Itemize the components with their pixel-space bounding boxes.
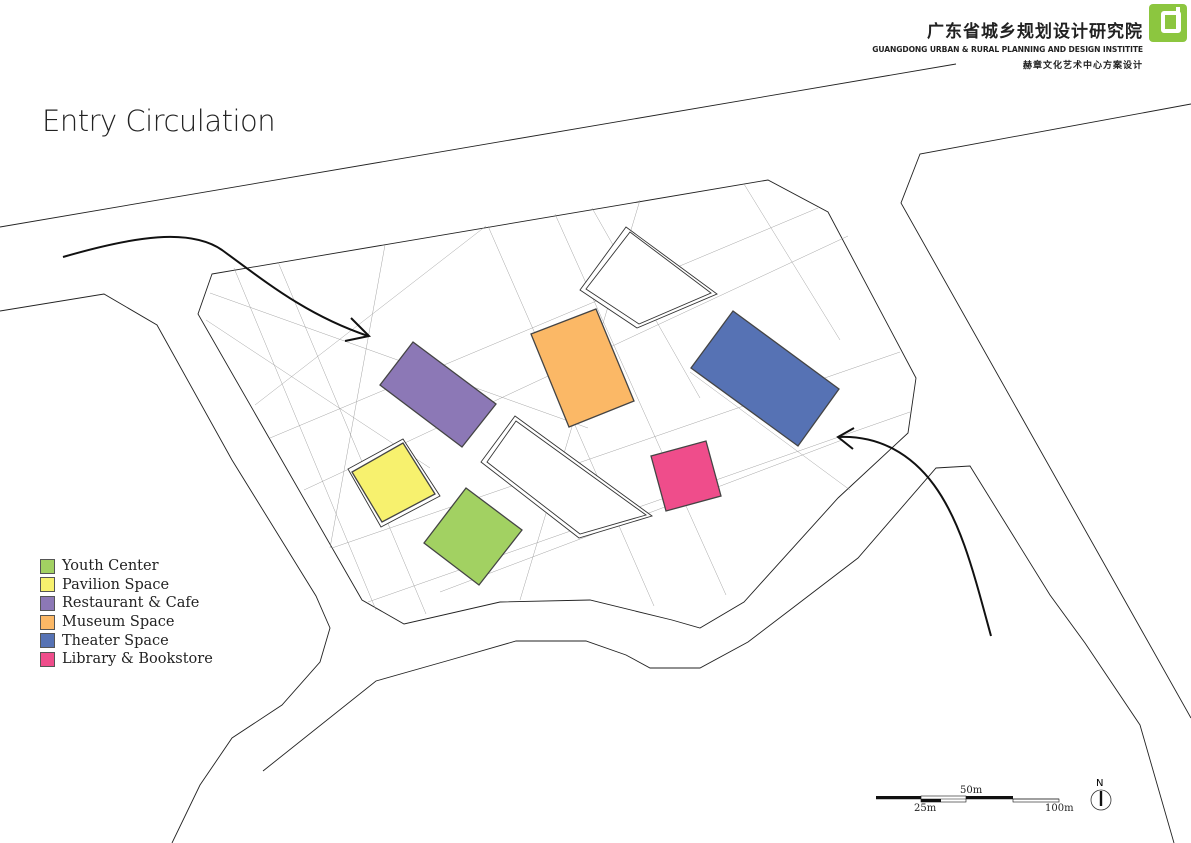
legend-label: Library & Bookstore — [62, 651, 213, 668]
scale-bar — [876, 795, 1060, 803]
site-boundary — [197, 179, 917, 629]
legend-swatch — [40, 651, 55, 667]
institute-name-cn: 广东省城乡规划设计研究院 — [927, 22, 1143, 42]
institute-header: 广东省城乡规划设计研究院 GUANGDONG URBAN & RURAL PLA… — [872, 17, 1143, 71]
open-pavilion-outline — [486, 420, 648, 535]
site-grid-line — [205, 319, 431, 469]
site-grid-line — [269, 207, 819, 439]
legend-item-theater-space: Theater Space — [40, 631, 213, 650]
building-museum-space — [530, 308, 635, 428]
legend-swatch — [40, 614, 55, 630]
legend-item-youth-center: Youth Center — [40, 557, 213, 576]
legend-swatch — [40, 595, 55, 611]
entry-arrow-east-head — [836, 427, 855, 450]
building-pavilion-space — [351, 442, 436, 523]
open-pavilion-outline — [579, 226, 718, 329]
legend-label: Theater Space — [62, 632, 169, 649]
legend-swatch — [40, 577, 55, 593]
legend-item-pavilion-space: Pavilion Space — [40, 576, 213, 595]
building-library-bookstore — [650, 440, 722, 512]
legend-label: Restaurant & Cafe — [62, 595, 200, 612]
institute-name-en: GUANGDONG URBAN & RURAL PLANNING AND DES… — [872, 45, 1143, 54]
entry-arrow-west — [62, 235, 369, 337]
site-grid-line — [233, 267, 377, 611]
building-restaurant-cafe — [379, 341, 497, 448]
site-grid-line — [254, 225, 487, 406]
legend-swatch — [40, 558, 55, 574]
legend-swatch — [40, 633, 55, 649]
legend-item-museum-space: Museum Space — [40, 613, 213, 632]
site-grid-line — [689, 371, 851, 491]
open-pavilion-outline — [480, 415, 653, 539]
site-grid-line — [554, 213, 727, 596]
building-theater-space — [690, 310, 840, 447]
scale-label-25: 25m — [914, 803, 937, 814]
building-youth-center — [423, 487, 523, 586]
legend-item-restaurant-cafe: Restaurant & Cafe — [40, 594, 213, 613]
entry-arrow-east — [837, 435, 992, 637]
legend-item-library-bookstore: Library & Bookstore — [40, 650, 213, 669]
road-edge — [900, 103, 1191, 719]
scale-label-50: 50m — [960, 785, 983, 796]
project-name-cn: 赫章文化艺术中心方案设计 — [1022, 61, 1143, 71]
north-label: N — [1096, 778, 1104, 789]
legend-label: Museum Space — [62, 614, 175, 631]
legend: Youth Center Pavilion Space Restaurant &… — [40, 557, 213, 669]
road-edge — [262, 465, 1175, 843]
institute-logo-icon — [1149, 4, 1187, 42]
road-edge — [0, 63, 957, 228]
site-grid-line — [277, 261, 427, 615]
north-arrow-icon — [1090, 789, 1112, 811]
scale-label-100: 100m — [1045, 803, 1074, 814]
legend-label: Pavilion Space — [62, 576, 170, 593]
road-edge — [0, 293, 331, 843]
entry-arrow-west-head — [344, 317, 372, 342]
site-grid-line — [329, 244, 386, 549]
page-title: Entry Circulation — [42, 104, 276, 138]
legend-label: Youth Center — [62, 558, 159, 575]
open-pavilion-outline — [585, 231, 712, 325]
